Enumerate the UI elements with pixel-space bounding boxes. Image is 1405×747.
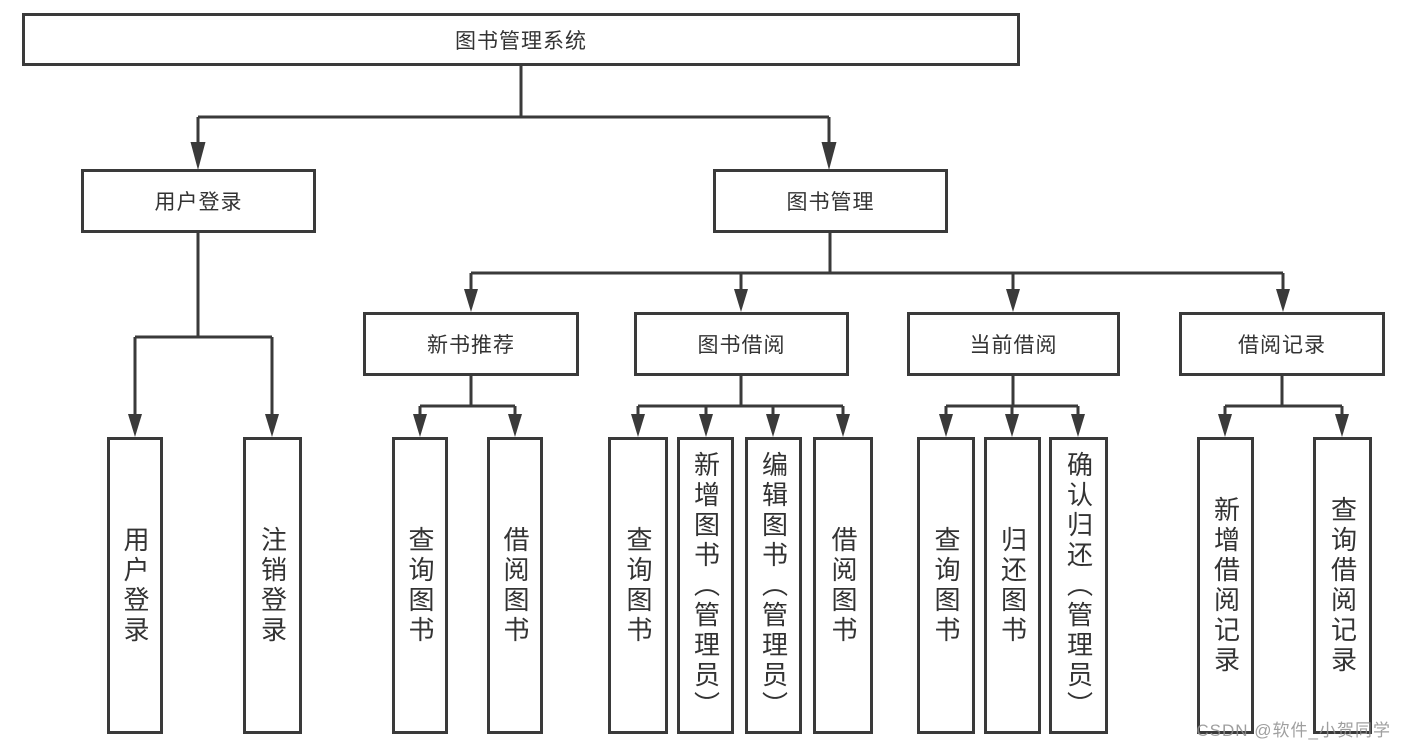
leaf-user-login-label: 用户登录 xyxy=(120,525,150,646)
node-book-management: 图书管理 xyxy=(713,169,948,233)
leaf-borrow-query-label: 查询图书 xyxy=(623,525,653,646)
leaf-current-query-label: 查询图书 xyxy=(931,525,961,646)
leaf-newbook-query: 查询图书 xyxy=(392,437,448,734)
node-book-borrow-label: 图书借阅 xyxy=(697,334,786,357)
leaf-current-return: 归还图书 xyxy=(984,437,1041,734)
leaf-borrow-add: 新增图书（管理员） xyxy=(677,437,734,734)
leaf-records-add: 新增借阅记录 xyxy=(1197,437,1254,734)
node-book-borrow: 图书借阅 xyxy=(634,312,849,376)
leaf-logout: 注销登录 xyxy=(243,437,302,734)
node-book-management-label: 图书管理 xyxy=(786,191,875,214)
leaf-newbook-borrow: 借阅图书 xyxy=(487,437,543,734)
leaf-records-query-label: 查询借阅记录 xyxy=(1327,495,1358,676)
node-borrow-records-label: 借阅记录 xyxy=(1238,334,1326,357)
leaf-borrow-lend: 借阅图书 xyxy=(813,437,873,734)
leaf-newbook-borrow-label: 借阅图书 xyxy=(500,525,530,646)
leaf-records-query: 查询借阅记录 xyxy=(1313,437,1372,734)
arrowheads xyxy=(128,142,1349,437)
node-user-login-label: 用户登录 xyxy=(154,191,243,214)
leaf-borrow-edit: 编辑图书（管理员） xyxy=(745,437,802,734)
leaf-current-return-label: 归还图书 xyxy=(997,525,1028,646)
node-borrow-records: 借阅记录 xyxy=(1179,312,1385,376)
leaf-borrow-query: 查询图书 xyxy=(608,437,668,734)
leaf-logout-label: 注销登录 xyxy=(257,525,288,646)
leaf-borrow-add-label: 新增图书（管理员） xyxy=(690,450,721,721)
leaf-borrow-lend-label: 借阅图书 xyxy=(828,525,858,646)
leaf-user-login: 用户登录 xyxy=(107,437,163,734)
leaf-borrow-edit-label: 编辑图书（管理员） xyxy=(758,450,789,721)
node-new-book-recommend: 新书推荐 xyxy=(363,312,579,376)
node-root: 图书管理系统 xyxy=(22,13,1020,66)
leaf-newbook-query-label: 查询图书 xyxy=(405,525,435,646)
node-user-login: 用户登录 xyxy=(81,169,316,233)
leaf-records-add-label: 新增借阅记录 xyxy=(1210,495,1241,676)
leaf-current-query: 查询图书 xyxy=(917,437,975,734)
leaf-current-confirm: 确认归还（管理员） xyxy=(1049,437,1108,734)
node-current-borrow-label: 当前借阅 xyxy=(969,334,1058,357)
node-root-label: 图书管理系统 xyxy=(455,29,587,53)
leaf-current-confirm-label: 确认归还（管理员） xyxy=(1063,450,1094,721)
node-new-book-recommend-label: 新书推荐 xyxy=(427,334,515,357)
node-current-borrow: 当前借阅 xyxy=(907,312,1120,376)
